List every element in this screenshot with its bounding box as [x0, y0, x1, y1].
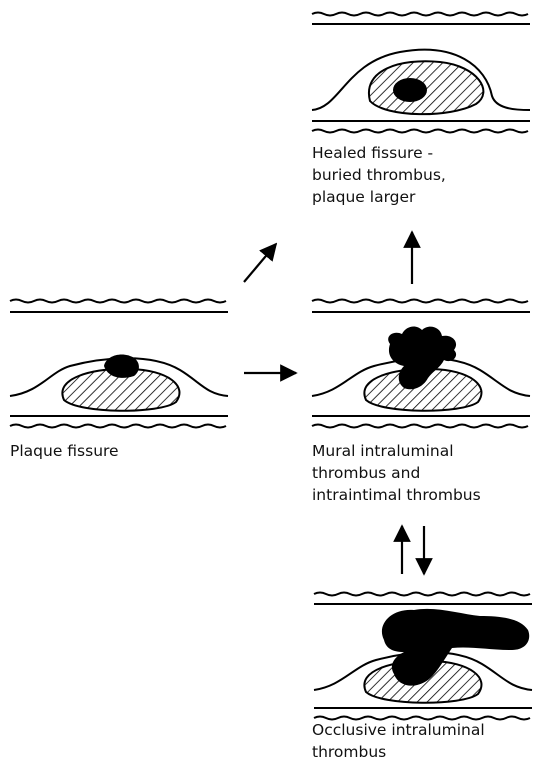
label-line: thrombus	[312, 741, 485, 763]
vessel-wall-top	[312, 13, 528, 16]
vessel-wall-top	[10, 300, 226, 303]
arrow-fissure-to-healed	[244, 244, 276, 282]
label-line: intraintimal thrombus	[312, 484, 481, 506]
label-plaque-fissure: Plaque fissure	[10, 440, 119, 462]
vessel-wall-bottom	[312, 425, 528, 428]
label-line: thrombus and	[312, 462, 481, 484]
label-healed-fissure: Healed fissure - buried thrombus, plaque…	[312, 142, 446, 208]
panel-occlusive-thrombus	[314, 593, 532, 720]
label-line: Healed fissure -	[312, 142, 446, 164]
vessel-wall-top	[314, 593, 530, 596]
vessel-wall-bottom	[312, 130, 528, 133]
label-line: Mural intraluminal	[312, 440, 481, 462]
vessel-wall-top	[312, 300, 528, 303]
buried-thrombus	[393, 78, 427, 102]
vessel-wall-bottom	[10, 425, 226, 428]
panel-healed-fissure	[312, 13, 530, 133]
panel-plaque-fissure	[10, 300, 228, 428]
panel-mural-thrombus	[312, 300, 530, 428]
label-occlusive-thrombus: Occlusive intraluminal thrombus	[312, 719, 485, 763]
label-line: Plaque fissure	[10, 440, 119, 462]
label-mural-thrombus: Mural intraluminal thrombus and intraint…	[312, 440, 481, 506]
label-line: buried thrombus,	[312, 164, 446, 186]
label-line: Occlusive intraluminal	[312, 719, 485, 741]
label-line: plaque larger	[312, 186, 446, 208]
